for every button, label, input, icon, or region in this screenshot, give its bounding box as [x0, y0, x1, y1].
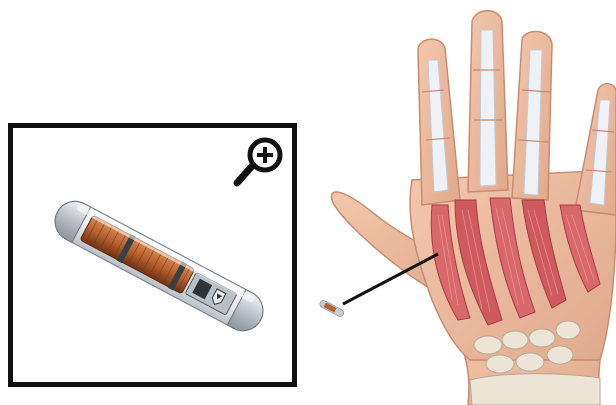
- implant-small: [319, 299, 345, 317]
- magnifier-plus-icon[interactable]: [237, 140, 280, 183]
- implant-closeup: [13, 128, 292, 382]
- hand-anatomy: [331, 11, 616, 405]
- implant-capsule: [48, 194, 270, 337]
- zoom-inset: [8, 123, 297, 387]
